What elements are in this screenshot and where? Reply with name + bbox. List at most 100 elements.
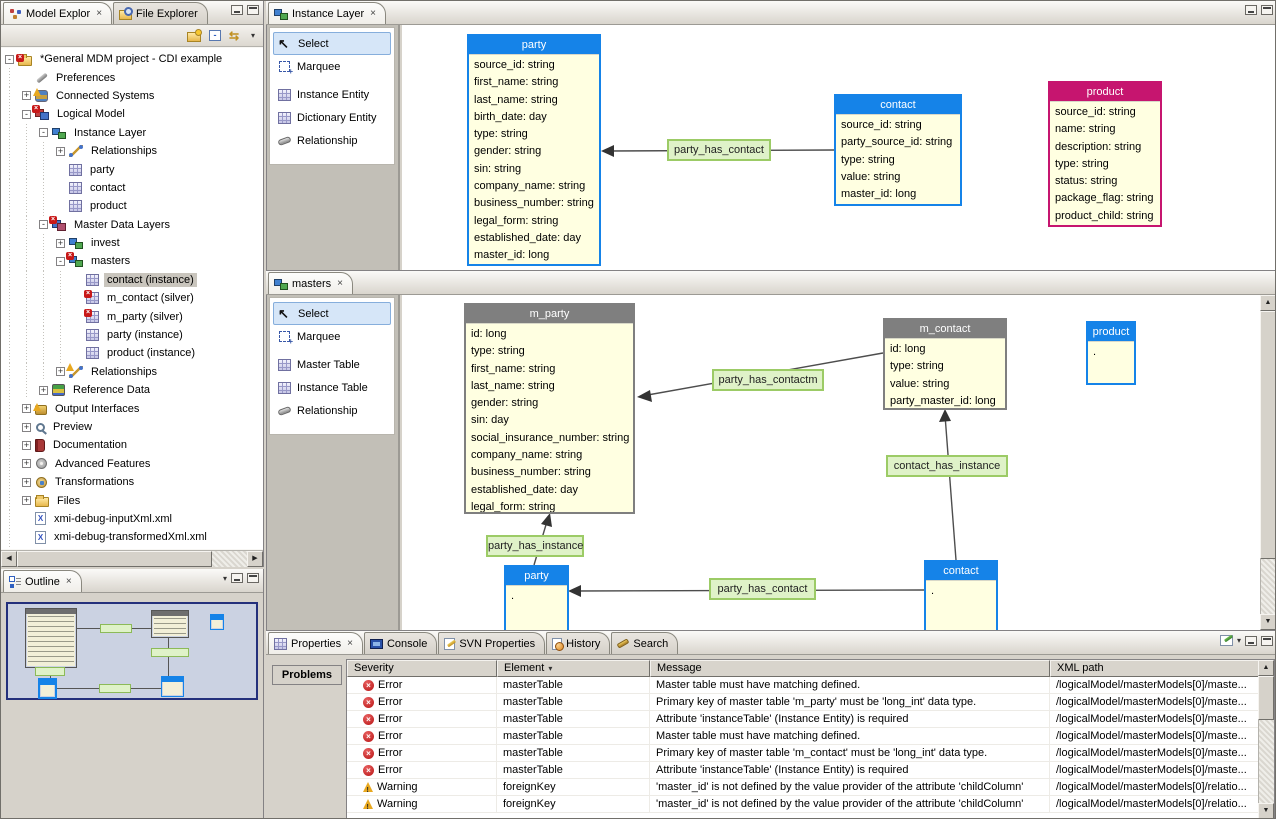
table-row[interactable]: ×ErrormasterTableMaster table must have … [347,677,1274,694]
tree-item--general-mdm-project-cdi-example[interactable]: -×*General MDM project - CDI example [1,50,263,68]
table-row[interactable]: ×ErrormasterTableMaster table must have … [347,728,1274,745]
tree-item-connected-systems[interactable]: +Connected Systems [1,87,263,105]
scroll-down-button[interactable]: ▼ [1260,614,1276,630]
maximize-button[interactable] [1261,636,1273,646]
column-header-severity[interactable]: Severity [347,660,497,677]
palette-item-relationship[interactable]: Relationship [273,399,391,422]
tab-search[interactable]: Search [611,632,678,654]
tree-item-contact[interactable]: contact [1,179,263,197]
expander-icon[interactable]: + [22,404,31,413]
tree-item-contact-instance-[interactable]: contact (instance) [1,271,263,289]
expander-icon[interactable]: - [39,128,48,137]
tab-masters[interactable]: masters× [268,272,353,294]
entity-product[interactable]: product. [1086,321,1136,385]
tab-problems[interactable]: Problems [272,665,342,685]
tab-outline[interactable]: Outline × [3,570,82,592]
column-header-xml-path[interactable]: XML path [1050,660,1260,677]
palette-item-instance-entity[interactable]: Instance Entity [273,83,391,106]
outline-thumbnail[interactable] [6,602,258,700]
collapse-all-button[interactable] [209,30,221,41]
tree-item-party[interactable]: party [1,160,263,178]
close-icon[interactable]: × [66,577,72,587]
scroll-up-button[interactable]: ▲ [1258,660,1274,676]
tree-item-product[interactable]: product [1,197,263,215]
maximize-button[interactable] [247,573,259,583]
entity-m_contact[interactable]: m_contactid: longtype: stringvalue: stri… [883,318,1007,410]
view-menu-icon[interactable]: ▾ [1237,636,1241,645]
palette-item-relationship[interactable]: Relationship [273,129,391,152]
tree-item-invest[interactable]: +invest [1,234,263,252]
scroll-up-button[interactable]: ▲ [1260,295,1276,311]
scrollbar-thumb[interactable] [1260,311,1276,559]
tree-item-advanced-features[interactable]: +Advanced Features [1,455,263,473]
maximize-button[interactable] [1261,5,1273,15]
palette-item-select[interactable]: Select [273,302,391,325]
tree-item-m-party-silver-[interactable]: ×m_party (silver) [1,307,263,325]
instance-canvas[interactable]: partysource_id: stringfirst_name: string… [402,25,1276,270]
relationship-label-party_has_contact[interactable]: party_has_contact [709,578,816,600]
scrollbar-thumb[interactable] [1258,676,1274,720]
scroll-left-button[interactable]: ◀ [1,551,17,567]
palette-item-marquee[interactable]: Marquee [273,325,391,348]
tree-item-relationships[interactable]: +Relationships [1,142,263,160]
tree-item-output-interfaces[interactable]: +Output Interfaces [1,399,263,417]
masters-vertical-scrollbar[interactable]: ▲ ▼ [1260,295,1276,630]
table-row[interactable]: ×ErrormasterTableAttribute 'instanceTabl… [347,711,1274,728]
expander-icon[interactable]: + [22,459,31,468]
expander-icon[interactable]: - [22,110,31,119]
palette-item-marquee[interactable]: Marquee [273,55,391,78]
tree-horizontal-scrollbar[interactable]: ◀ ▶ [1,550,263,567]
tab-svn-properties[interactable]: SVN Properties [438,632,545,654]
table-row[interactable]: WarningforeignKey'master_id' is not defi… [347,779,1274,796]
expander-icon[interactable]: + [22,91,31,100]
expander-icon[interactable]: + [22,478,31,487]
palette-item-master-table[interactable]: Master Table [273,353,391,376]
expander-icon[interactable]: - [56,257,65,266]
tab-properties[interactable]: Properties× [268,632,363,654]
relationship-label-party_has_instance[interactable]: party_has_instance [486,535,584,557]
close-icon[interactable]: × [96,9,102,19]
tree-item-files[interactable]: +Files [1,491,263,509]
tree-item-xmi-debug-transformedxml-xml[interactable]: xmi-debug-transformedXml.xml [1,528,263,546]
table-row[interactable]: ×ErrormasterTablePrimary key of master t… [347,694,1274,711]
new-folder-button[interactable] [187,32,201,42]
tree-item-transformations[interactable]: +Transformations [1,473,263,491]
minimize-button[interactable] [1245,5,1257,15]
entity-party[interactable]: party. [504,565,569,630]
tree-item-logical-model[interactable]: -×Logical Model [1,105,263,123]
close-icon[interactable]: × [347,639,353,649]
minimize-button[interactable] [1245,636,1257,646]
relationship-label-party_has_contactm[interactable]: party_has_contactm [712,369,824,391]
tree-item-documentation[interactable]: +Documentation [1,436,263,454]
close-icon[interactable]: × [337,279,343,289]
tree-item-preview[interactable]: +Preview [1,418,263,436]
tree-item-master-data-layers[interactable]: -×Master Data Layers [1,216,263,234]
entity-contact[interactable]: contact. [924,560,998,630]
expander-icon[interactable]: + [56,367,65,376]
tree-item-product-instance-[interactable]: product (instance) [1,344,263,362]
palette-item-instance-table[interactable]: Instance Table [273,376,391,399]
expander-icon[interactable]: - [39,220,48,229]
close-icon[interactable]: × [370,9,376,19]
view-menu-button[interactable]: ▾ [251,31,255,40]
tree-item-party-instance-[interactable]: party (instance) [1,326,263,344]
masters-canvas[interactable]: m_partyid: longtype: stringfirst_name: s… [402,295,1276,630]
scroll-right-button[interactable]: ▶ [247,551,263,567]
expander-icon[interactable]: + [22,423,31,432]
table-row[interactable]: WarningforeignKey'master_id' is not defi… [347,796,1274,813]
table-row[interactable]: ×ErrormasterTablePrimary key of master t… [347,745,1274,762]
relationship-label-contact_has_instance[interactable]: contact_has_instance [886,455,1008,477]
column-header-message[interactable]: Message [650,660,1050,677]
tree-item-preferences[interactable]: Preferences [1,68,263,86]
tree-item-instance-layer[interactable]: -Instance Layer [1,124,263,142]
tab-console[interactable]: Console [364,632,437,654]
expander-icon[interactable]: + [56,147,65,156]
expander-icon[interactable]: + [22,441,31,450]
maximize-button[interactable] [247,5,259,15]
table-vertical-scrollbar[interactable]: ▲ ▼ [1258,660,1274,819]
scrollbar-thumb[interactable] [17,551,212,567]
entity-party[interactable]: partysource_id: stringfirst_name: string… [467,34,601,266]
tree-item-reference-data[interactable]: +Reference Data [1,381,263,399]
expander-icon[interactable]: + [39,386,48,395]
palette-item-dictionary-entity[interactable]: Dictionary Entity [273,106,391,129]
